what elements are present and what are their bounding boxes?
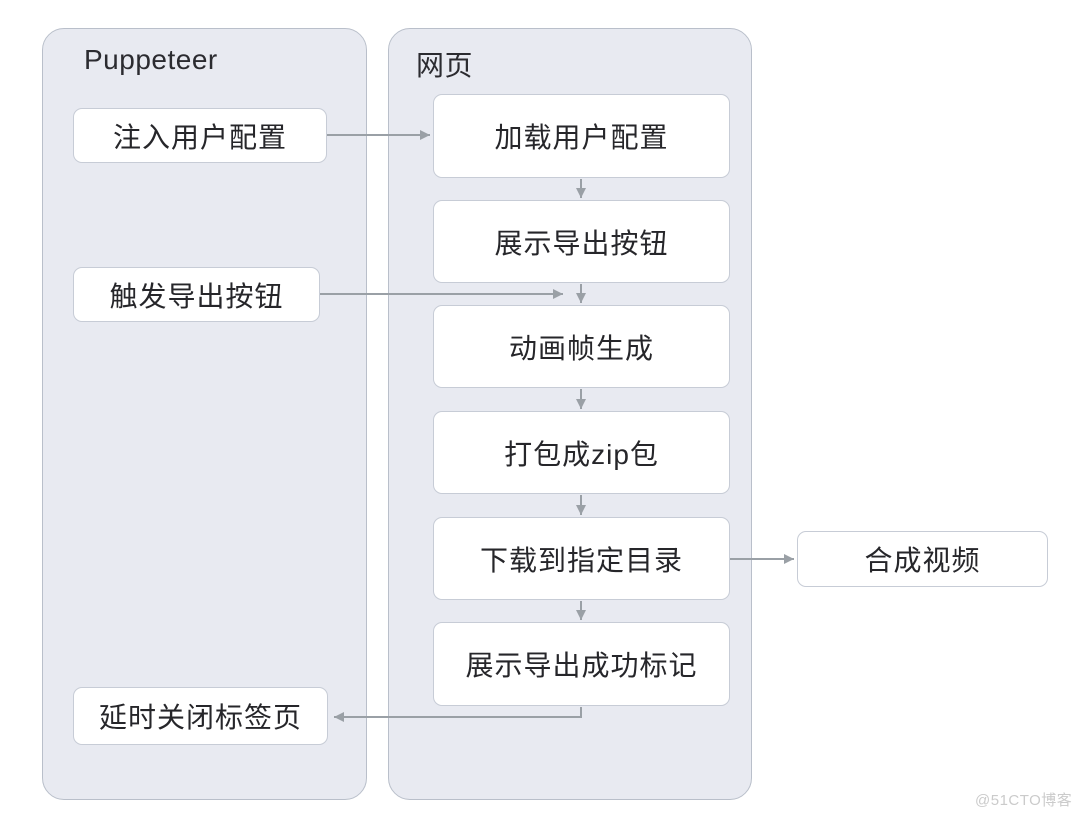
node-download-to-directory: 下载到指定目录 — [433, 517, 730, 600]
node-trigger-export-button: 触发导出按钮 — [73, 267, 320, 322]
lane-title-puppeteer: Puppeteer — [84, 44, 218, 75]
node-generate-animation-frames: 动画帧生成 — [433, 305, 730, 388]
node-inject-user-config: 注入用户配置 — [73, 108, 327, 163]
node-synthesize-video: 合成视频 — [797, 531, 1048, 587]
node-show-export-success-mark: 展示导出成功标记 — [433, 622, 730, 706]
node-load-user-config: 加载用户配置 — [433, 94, 730, 178]
watermark: @51CTO博客 — [975, 792, 1073, 809]
node-pack-zip: 打包成zip包 — [433, 411, 730, 494]
node-show-export-button: 展示导出按钮 — [433, 200, 730, 283]
lane-title-webpage: 网页 — [416, 50, 474, 81]
node-delay-close-tab: 延时关闭标签页 — [73, 687, 328, 745]
